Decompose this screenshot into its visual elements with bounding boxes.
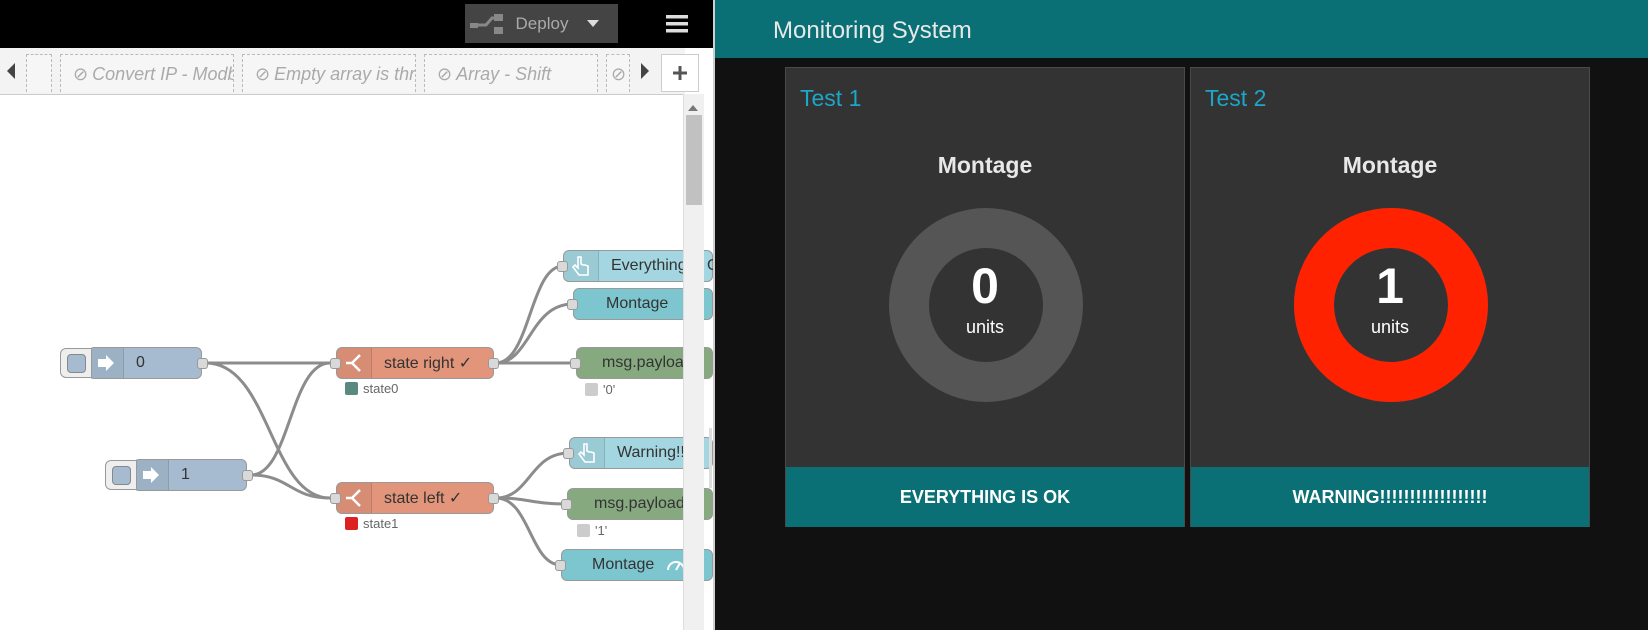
menu-icon[interactable] — [662, 10, 692, 38]
gauge-value: 1 — [1376, 258, 1404, 314]
switch-icon — [337, 483, 372, 513]
workspace-scrollbar[interactable] — [683, 94, 704, 630]
input-port[interactable] — [557, 261, 568, 272]
donut-fill — [1294, 208, 1488, 402]
gauge-label: Montage — [937, 152, 1033, 178]
sidebar-resize-handle[interactable] — [709, 428, 712, 488]
gauge-label: Montage — [1342, 152, 1438, 178]
hand-pointer-icon — [570, 438, 605, 468]
inject-icon — [134, 460, 169, 490]
input-port[interactable] — [561, 499, 572, 510]
tab-scroll-right-icon[interactable] — [631, 48, 659, 94]
node-status: '1' — [577, 523, 607, 538]
disabled-icon: ⊘ — [255, 64, 271, 84]
chevron-down-icon[interactable] — [575, 19, 611, 28]
dashboard: Monitoring System Test 1 Montage 0 units… — [713, 0, 1648, 630]
disabled-icon: ⊘ — [437, 64, 453, 84]
disabled-icon: ⊘ — [611, 64, 627, 84]
tab-label: Convert IP - Modbus — [92, 64, 233, 84]
tab-partial[interactable]: ⊘ — [606, 54, 630, 92]
card-test-1: Test 1 Montage 0 units EVERYTHING IS OK — [785, 67, 1185, 527]
gauge-units: units — [1370, 317, 1410, 337]
node-status: '0' — [585, 382, 615, 397]
output-port[interactable] — [197, 358, 208, 369]
tab-label: Empty array is thrown — [274, 64, 416, 84]
tab-convert-ip[interactable]: ⊘Convert IP - Modbus — [60, 54, 234, 92]
dashboard-title: Monitoring System — [773, 17, 972, 44]
deploy-button[interactable]: Deploy — [465, 4, 618, 43]
node-label: Montage — [606, 295, 669, 312]
editor-header: Deploy — [0, 0, 713, 48]
inject-node-0[interactable]: 0 — [88, 347, 202, 379]
flow-editor: Deploy ⊘Convert IP - Modbus ⊘Empty array… — [0, 0, 713, 630]
inject-button-1[interactable] — [105, 460, 137, 490]
status-dot — [585, 383, 598, 396]
add-tab-button[interactable] — [661, 54, 699, 92]
input-port[interactable] — [330, 358, 341, 369]
input-port[interactable] — [567, 299, 578, 310]
status-dot — [577, 524, 590, 537]
node-label: msg.payload — [594, 495, 685, 512]
deploy-label: Deploy — [515, 13, 569, 33]
workspace-tabs: ⊘Convert IP - Modbus ⊘Empty array is thr… — [0, 48, 685, 95]
node-label: 0 — [136, 354, 145, 371]
tab-label: Array - Shift — [456, 64, 552, 84]
donut-gauge — [1294, 208, 1488, 402]
node-status: state1 — [345, 516, 398, 531]
inject-node-1[interactable]: 1 — [133, 459, 247, 491]
status-banner: WARNING!!!!!!!!!!!!!!!!!! — [1191, 467, 1589, 527]
input-port[interactable] — [570, 358, 581, 369]
output-port[interactable] — [488, 493, 499, 504]
donut-gauge — [889, 208, 1083, 402]
switch-icon — [337, 348, 372, 378]
card-title: Test 2 — [1205, 85, 1267, 111]
tab-array-shift[interactable]: ⊘Array - Shift — [424, 54, 598, 92]
node-label: 1 — [181, 466, 190, 483]
tab-empty-array[interactable]: ⊘Empty array is thrown — [242, 54, 416, 92]
tab-scroll-left-icon[interactable] — [0, 48, 22, 94]
scrollbar-thumb[interactable] — [686, 115, 702, 205]
hand-pointer-icon — [564, 251, 599, 281]
deploy-icon — [465, 13, 509, 35]
scroll-up-icon[interactable] — [687, 100, 699, 111]
gauge-units: units — [965, 317, 1005, 337]
node-label: msg.payload — [602, 354, 693, 371]
input-port[interactable] — [555, 560, 566, 571]
inject-button-0[interactable] — [60, 348, 92, 378]
status-banner: EVERYTHING IS OK — [786, 467, 1184, 527]
card-test-2: Test 2 Montage 1 units WARNING!!!!!!!!!!… — [1190, 67, 1590, 527]
tab-hidden[interactable] — [26, 54, 52, 92]
status-dot — [345, 517, 358, 530]
card-title: Test 1 — [800, 85, 862, 111]
donut-track — [889, 208, 1083, 402]
output-port[interactable] — [242, 470, 253, 481]
input-port[interactable] — [330, 493, 341, 504]
status-dot — [345, 382, 358, 395]
node-status: state0 — [345, 381, 398, 396]
input-port[interactable] — [563, 448, 574, 459]
inject-icon — [89, 348, 124, 378]
node-label: Montage — [592, 556, 655, 573]
node-label: state left ✓ — [384, 490, 463, 507]
node-label: Warning!!! — [617, 444, 690, 461]
dashboard-header: Monitoring System — [715, 0, 1648, 58]
switch-node-state-right[interactable]: state right ✓ — [336, 347, 494, 379]
flow-wires — [205, 264, 576, 567]
output-port[interactable] — [488, 358, 499, 369]
node-label: state right ✓ — [384, 355, 473, 372]
switch-node-state-left[interactable]: state left ✓ — [336, 482, 494, 514]
disabled-icon: ⊘ — [73, 64, 89, 84]
gauge-value: 0 — [971, 258, 999, 314]
